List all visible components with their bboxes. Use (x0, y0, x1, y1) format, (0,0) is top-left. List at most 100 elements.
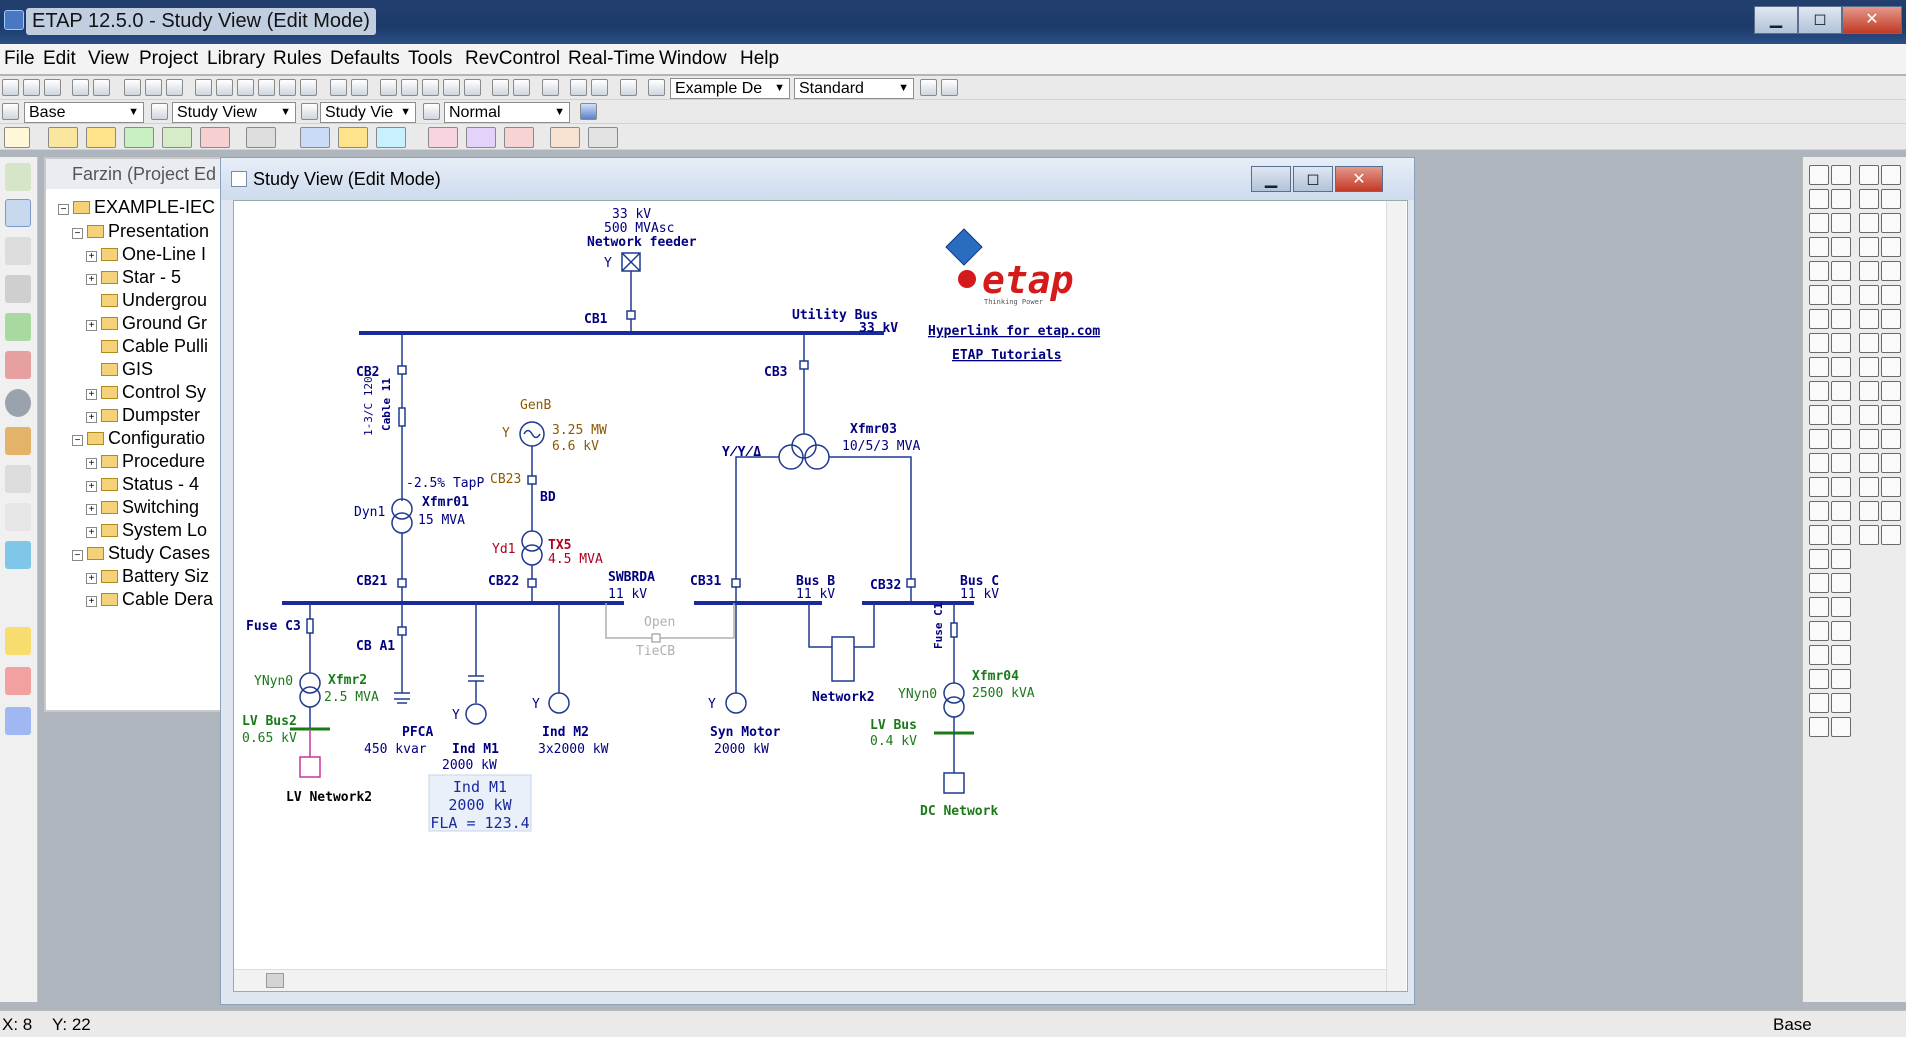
cb-a1-breaker[interactable] (397, 626, 407, 636)
cb32-breaker[interactable] (906, 578, 916, 588)
tree-item[interactable]: +GIS (86, 359, 153, 380)
standard-combo[interactable]: Standard (794, 78, 914, 99)
palette-element-icon[interactable] (1859, 285, 1879, 305)
add-template-icon[interactable] (513, 79, 530, 96)
palette-element-icon[interactable] (1831, 501, 1851, 521)
tree-item[interactable]: −Configuratio (72, 428, 205, 449)
config-icon[interactable] (301, 103, 318, 120)
xfmr2-symbol[interactable] (299, 672, 321, 694)
expand-icon[interactable]: + (86, 458, 97, 469)
palette-element-icon[interactable] (1881, 453, 1901, 473)
cb31-breaker[interactable] (731, 578, 741, 588)
zoom-extent-icon[interactable] (300, 79, 317, 96)
hyperlink-etap[interactable]: Hyperlink for etap.com (928, 324, 1100, 339)
palette-element-icon[interactable] (1881, 501, 1901, 521)
control-system-icon[interactable] (5, 465, 31, 493)
palette-element-icon[interactable] (1809, 597, 1829, 617)
grid-icon[interactable] (422, 79, 439, 96)
tie-cb[interactable] (651, 633, 661, 643)
protective-device-icon[interactable] (246, 127, 276, 148)
palette-element-icon[interactable] (1809, 477, 1829, 497)
ind-m1-symbol[interactable] (465, 703, 487, 725)
menu-tools[interactable]: Tools (408, 48, 453, 69)
network2-symbol[interactable] (831, 636, 855, 682)
expand-icon[interactable]: + (86, 527, 97, 538)
palette-element-icon[interactable] (1831, 693, 1851, 713)
palette-element-icon[interactable] (1859, 405, 1879, 425)
xfmr01-symbol[interactable] (391, 498, 413, 520)
collapse-icon[interactable]: − (72, 435, 83, 446)
presentation-icon[interactable] (2, 103, 19, 120)
cut-icon[interactable] (124, 79, 141, 96)
motor-acceleration-icon[interactable] (124, 127, 154, 148)
menu-revcontrol[interactable]: RevControl (465, 48, 561, 69)
palette-element-icon[interactable] (1809, 285, 1829, 305)
tree-item[interactable]: +Procedure (86, 451, 205, 472)
palette-element-icon[interactable] (1859, 453, 1879, 473)
expand-icon[interactable]: + (86, 573, 97, 584)
get-template-icon[interactable] (492, 79, 509, 96)
expand-icon[interactable]: + (86, 251, 97, 262)
palette-element-icon[interactable] (1859, 477, 1879, 497)
tree-item[interactable]: +System Lo (86, 520, 207, 541)
underground-icon[interactable] (5, 237, 31, 265)
palette-element-icon[interactable] (1881, 309, 1901, 329)
tree-item[interactable]: +Status - 4 (86, 474, 199, 495)
battery-icon[interactable] (376, 127, 406, 148)
palette-element-icon[interactable] (1831, 453, 1851, 473)
palette-element-icon[interactable] (1859, 525, 1879, 545)
expand-icon[interactable]: + (86, 320, 97, 331)
tool-icon-b[interactable] (941, 79, 958, 96)
continuity-check-icon[interactable] (443, 79, 460, 96)
palette-element-icon[interactable] (1881, 477, 1901, 497)
palette-element-icon[interactable] (1881, 189, 1901, 209)
load-flow-icon[interactable] (48, 127, 78, 148)
palette-element-icon[interactable] (1831, 597, 1851, 617)
xfmr03-symbol[interactable] (791, 433, 817, 459)
palette-element-icon[interactable] (1859, 429, 1879, 449)
instrumentation-icon[interactable] (5, 707, 31, 735)
sv-maximize-button[interactable]: ◻ (1293, 166, 1333, 192)
paste-icon[interactable] (166, 79, 183, 96)
palette-element-icon[interactable] (1859, 381, 1879, 401)
palette-element-icon[interactable] (1809, 357, 1829, 377)
palette-element-icon[interactable] (1809, 453, 1829, 473)
color-theme-icon[interactable] (464, 79, 481, 96)
show-grid-icon[interactable] (401, 79, 418, 96)
example-combo[interactable]: Example De (670, 78, 790, 99)
revision-icon[interactable] (580, 103, 597, 120)
palette-element-icon[interactable] (1809, 309, 1829, 329)
menu-rules[interactable]: Rules (273, 48, 322, 69)
palette-element-icon[interactable] (1831, 477, 1851, 497)
base-combo[interactable]: Base (24, 102, 144, 123)
pan-icon[interactable] (195, 79, 212, 96)
palette-element-icon[interactable] (1859, 501, 1879, 521)
menu-real-time[interactable]: Real-Time (568, 48, 655, 69)
ground-grid-icon[interactable] (550, 127, 580, 148)
palette-element-icon[interactable] (1809, 645, 1829, 665)
palette-element-icon[interactable] (1831, 405, 1851, 425)
reliability-icon[interactable] (466, 127, 496, 148)
palette-element-icon[interactable] (1809, 525, 1829, 545)
palette-element-icon[interactable] (1831, 573, 1851, 593)
optimal-power-icon[interactable] (504, 127, 534, 148)
palette-element-icon[interactable] (1881, 333, 1901, 353)
palette-element-icon[interactable] (1831, 285, 1851, 305)
edit-mode-icon[interactable] (4, 127, 30, 148)
harmonics-icon[interactable] (162, 127, 192, 148)
palette-element-icon[interactable] (1881, 261, 1901, 281)
expand-icon[interactable]: + (86, 389, 97, 400)
expand-icon[interactable]: + (86, 412, 97, 423)
tree-item[interactable]: +Undergrou (86, 290, 207, 311)
undo-icon[interactable] (330, 79, 347, 96)
palette-element-icon[interactable] (1809, 189, 1829, 209)
find-icon[interactable] (591, 79, 608, 96)
palette-element-icon[interactable] (1809, 573, 1829, 593)
tree-item[interactable]: +Ground Gr (86, 313, 207, 334)
expand-icon[interactable]: + (86, 481, 97, 492)
open-icon[interactable] (23, 79, 40, 96)
new-icon[interactable] (2, 79, 19, 96)
copy-icon[interactable] (145, 79, 162, 96)
palette-element-icon[interactable] (1831, 357, 1851, 377)
view-icon[interactable] (151, 103, 168, 120)
